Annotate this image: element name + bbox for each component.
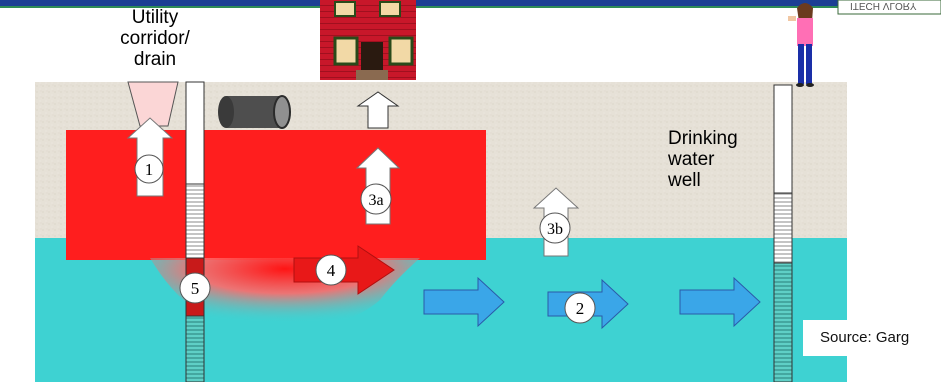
pipe-icon (218, 96, 290, 128)
source-label: Source: Garg (820, 330, 909, 346)
monitoring-well (186, 82, 204, 382)
drinking-water-well (774, 85, 792, 382)
pathway-number: 3b (547, 221, 563, 238)
person-icon (788, 3, 814, 87)
logo-text: ITECH VLORY (850, 0, 917, 11)
pathway-number: 1 (145, 160, 154, 179)
pathway-number: 4 (327, 261, 336, 280)
pathway-marker-5: 5 (180, 273, 210, 303)
pathway-number: 5 (191, 279, 200, 298)
building-icon (320, 0, 416, 80)
pathway-number: 2 (576, 299, 585, 318)
drinking-water-well-label: Drinking water well (668, 128, 738, 191)
pathway-marker-1: 1 (135, 155, 163, 183)
contaminated-zone (66, 130, 486, 260)
pathway-marker-2: 2 (565, 293, 595, 323)
pathway-marker-4: 4 (316, 255, 346, 285)
pathway-marker-3a: 3a (361, 184, 391, 214)
utility-corridor-label: Utility corridor/ drain (100, 7, 210, 70)
pathway-marker-3b: 3b (540, 213, 570, 243)
pathway-number: 3a (368, 192, 383, 209)
